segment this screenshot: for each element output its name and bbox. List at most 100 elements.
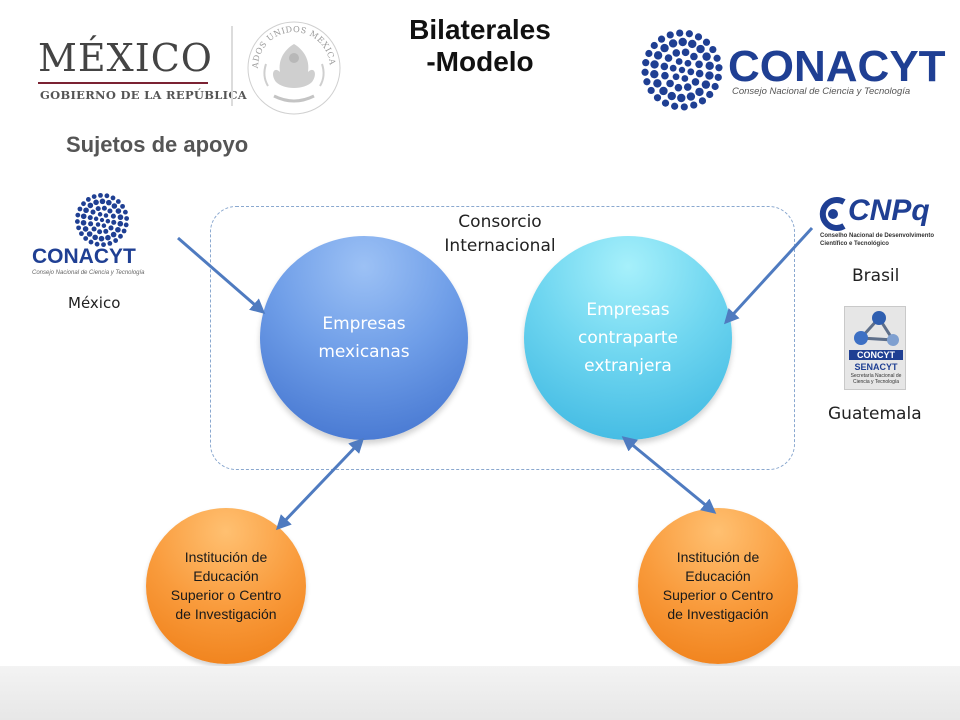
node-mexican-companies-line1: Empresas (322, 314, 406, 334)
conacyt-dot (85, 197, 91, 202)
conacyt-dot (83, 236, 89, 241)
conacyt-dot (93, 199, 99, 206)
node-institution-left-line4: de Investigación (175, 606, 277, 622)
conacyt-dot (98, 192, 103, 198)
conacyt-dot (706, 90, 714, 99)
conacyt-dot (683, 83, 692, 91)
conacyt-dot (87, 202, 94, 209)
conacyt-dot (709, 45, 717, 54)
molecule-icon (854, 311, 899, 346)
conacyt-dot (714, 73, 722, 81)
consortium-label-line1: Consorcio (458, 212, 542, 232)
conacyt-dot (660, 62, 669, 71)
mexico-government-logo: MÉXICO GOBIERNO DE LA REPÚBLICA (38, 36, 247, 106)
conacyt-dot (661, 71, 669, 80)
conacyt-dot (101, 242, 106, 248)
conacyt-dot (659, 86, 668, 96)
conacyt-dot (667, 91, 676, 101)
consortium-label-line2: Internacional (444, 236, 556, 256)
conacyt-dot (101, 223, 107, 228)
conacyt-dot (117, 220, 124, 227)
mexico-logo-subtitle: GOBIERNO DE LA REPÚBLICA (40, 88, 248, 102)
conacyt-dot (77, 206, 83, 212)
node-institution-right-line1: Institución de (676, 549, 760, 565)
node-institution-left-line3: Superior o Centro (170, 587, 282, 603)
consortium-boundary (210, 206, 795, 470)
node-foreign-companies-line3: extranjera (584, 356, 672, 376)
conacyt-dot (643, 78, 651, 86)
conacyt-dot (645, 49, 653, 58)
conacyt-dot (711, 82, 719, 91)
conacyt-dot (120, 203, 125, 209)
conacyt-dot (107, 208, 113, 214)
conacyt-dot (111, 203, 118, 209)
conacyt-dot (88, 239, 94, 245)
conacyt-dot (650, 41, 658, 50)
cnpq-subtitle-line1: Conselho Nacional de Desenvolvimento (820, 233, 935, 239)
conacyt-dot (99, 198, 106, 205)
conacyt-dot (666, 79, 674, 88)
conacyt-dot (661, 99, 670, 107)
conacyt-small-word: CONACYT (32, 245, 136, 268)
conacyt-small-dots-icon (74, 192, 130, 248)
conacyt-dot (80, 219, 87, 226)
conacyt-dot (117, 214, 124, 221)
conacyt-dot (641, 68, 649, 76)
header-divider (231, 26, 233, 106)
node-institution-left: Institución de Educación Superior o Cent… (146, 508, 306, 664)
node-institution-left-line1: Institución de (184, 549, 268, 565)
node-institution-right-line2: Educación (685, 568, 751, 584)
conacyt-dot (99, 217, 105, 223)
conacyt-dot (98, 235, 105, 242)
conacyt-dot (701, 80, 711, 89)
conacyt-dot (110, 213, 116, 219)
conacyt-dot (660, 43, 669, 53)
conacyt-dot (705, 71, 714, 80)
country-label-guatemala: Guatemala (828, 404, 922, 424)
conacyt-dot (110, 195, 116, 201)
mexico-logo-rule (38, 82, 208, 84)
conacyt-dot (675, 58, 683, 65)
slide-title-line1: Bilaterales (409, 14, 551, 45)
senacyt-logo-concyt: CONCYT (849, 350, 903, 360)
conacyt-dot (694, 33, 703, 41)
node-institution-right-line4: de Investigación (667, 606, 769, 622)
conacyt-dot (107, 240, 113, 246)
senacyt-logo-subtitle: Secretaría Nacional de Ciencia y Tecnolo… (849, 373, 903, 385)
conacyt-dot (687, 68, 695, 76)
country-label-mexico: México (68, 294, 121, 312)
conacyt-logo-word: CONACYT (728, 42, 946, 91)
conacyt-dot (115, 208, 122, 214)
conacyt-dot (103, 213, 109, 218)
conacyt-dot (681, 75, 689, 82)
conacyt-dot (105, 234, 111, 241)
conacyt-dot (680, 103, 688, 111)
conacyt-dot (115, 199, 121, 204)
conacyt-dot (95, 206, 101, 212)
conacyt-dot (81, 201, 86, 207)
mexico-logo-word: MÉXICO (38, 36, 213, 80)
senacyt-subtitle-line1: Secretaría Nacional de (850, 373, 902, 379)
slide-title-line2: -Modelo (426, 46, 534, 77)
conacyt-dot (695, 60, 703, 69)
conacyt-dot (642, 59, 650, 67)
conacyt-dot (86, 231, 93, 237)
conacyt-dots-icon (641, 29, 723, 111)
conacyt-dot (97, 212, 103, 217)
conacyt-dot (668, 39, 678, 48)
consortium-label: Consorcio Internacional (420, 210, 580, 258)
conacyt-dot (705, 61, 714, 71)
section-title: Sujetos de apoyo (66, 132, 249, 157)
national-seal-icon: ESTADOS UNIDOS MEXICANOS (244, 16, 341, 115)
senacyt-logo: CONCYT SENACYT Secretaría Nacional de Ci… (844, 306, 906, 390)
conacyt-dot (91, 226, 97, 232)
conacyt-dot (75, 212, 81, 218)
conacyt-dot (93, 216, 99, 222)
senacyt-logo-senacyt: SENACYT (854, 362, 898, 372)
conacyt-dot (121, 228, 127, 234)
slide-title: Bilaterales -Modelo (390, 14, 570, 78)
node-institution-right-line3: Superior o Centro (662, 587, 774, 603)
conacyt-dot (101, 205, 107, 211)
senacyt-subtitle-line2: Ciencia y Tecnología (852, 379, 900, 385)
